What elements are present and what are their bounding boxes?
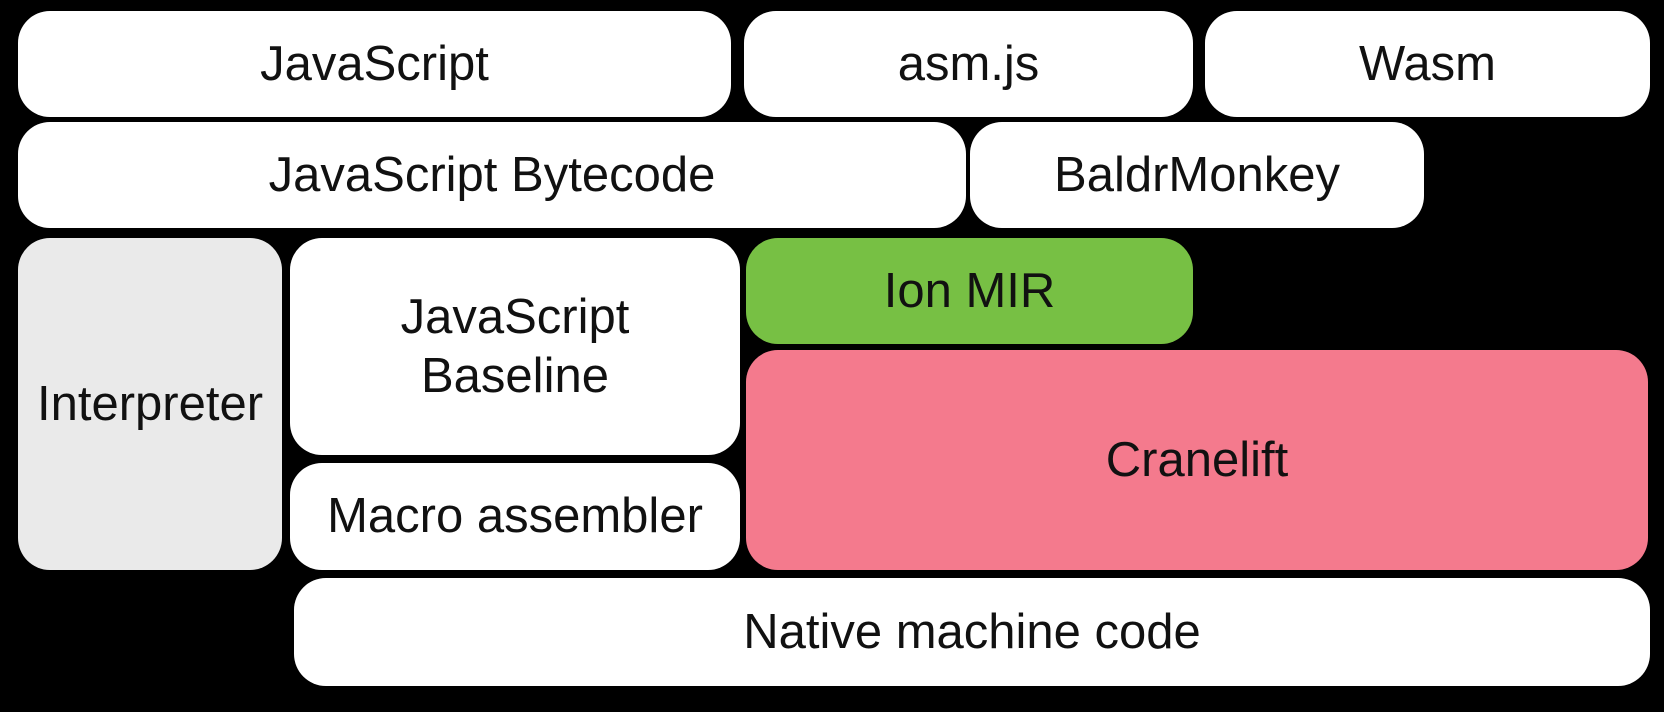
box-native-machine-code-label: Native machine code xyxy=(743,604,1201,659)
box-wasm: Wasm xyxy=(1205,11,1650,117)
box-ion-mir-label: Ion MIR xyxy=(883,263,1056,318)
box-javascript: JavaScript xyxy=(18,11,731,117)
box-macro-assembler: Macro assembler xyxy=(290,463,740,570)
box-javascript-bytecode: JavaScript Bytecode xyxy=(18,122,966,228)
box-cranelift: Cranelift xyxy=(746,350,1648,570)
box-asmjs: asm.js xyxy=(744,11,1193,117)
box-interpreter-label: Interpreter xyxy=(36,376,264,431)
box-wasm-label: Wasm xyxy=(1359,36,1496,91)
box-native-machine-code: Native machine code xyxy=(294,578,1650,686)
box-javascript-baseline: JavaScript Baseline xyxy=(290,238,740,455)
box-cranelift-label: Cranelift xyxy=(1105,432,1289,487)
box-asmjs-label: asm.js xyxy=(897,36,1040,91)
box-macro-assembler-label: Macro assembler xyxy=(327,489,703,544)
box-ion-mir: Ion MIR xyxy=(746,238,1193,344)
box-baldrmonkey: BaldrMonkey xyxy=(970,122,1424,228)
box-interpreter: Interpreter xyxy=(18,238,282,570)
box-javascript-baseline-label: JavaScript Baseline xyxy=(400,289,630,403)
box-javascript-bytecode-label: JavaScript Bytecode xyxy=(268,147,716,202)
box-javascript-label: JavaScript xyxy=(260,36,489,91)
box-baldrmonkey-label: BaldrMonkey xyxy=(1054,147,1340,202)
